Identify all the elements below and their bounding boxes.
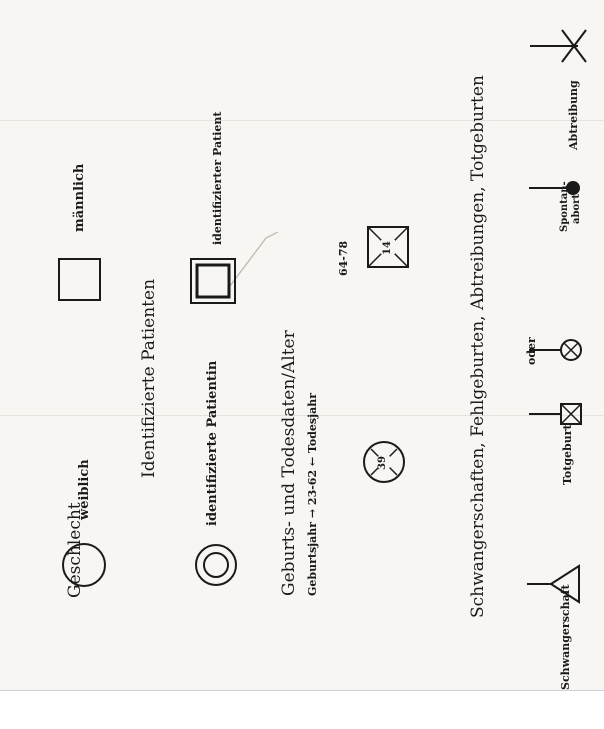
stillbirth-label: Totgeburt — [561, 424, 574, 485]
abortion-label: Abtreibung — [567, 80, 580, 150]
identified-female-symbol — [195, 544, 237, 586]
male-square-symbol — [58, 258, 101, 301]
stillbirth-square-symbol — [529, 403, 582, 425]
deceased-female-symbol — [363, 441, 405, 483]
stillbirth-circle-symbol — [529, 339, 582, 361]
birth-death-arrow-text: Geburtsjahr → 23-62 ← Todesjahr — [306, 392, 319, 596]
lifedata-heading: Geburts- und Todesdaten/Alter — [279, 330, 299, 596]
pregnancy-heading: Schwangerschaften, Fehlgeburten, Abtreib… — [468, 75, 488, 618]
miscarriage-label-line1: Spontan- — [559, 181, 570, 232]
deceased-male-symbol — [367, 226, 409, 268]
deceased-female-age: 39 — [377, 456, 388, 470]
pencil-mark — [229, 231, 279, 287]
identified-male-symbol — [190, 258, 236, 304]
abortion-x-symbol — [530, 29, 587, 63]
identified-male-label: identifizierter Patient — [211, 111, 224, 246]
deceased-male-years: 64-78 — [337, 240, 350, 276]
identified-female-label: identifizierte Patientin — [205, 360, 220, 526]
scan-artifact — [0, 415, 604, 416]
patients-heading: Identifizierte Patienten — [139, 278, 159, 478]
female-label: weiblich — [77, 459, 92, 520]
page-bottom-border — [0, 690, 604, 729]
scanned-page: Geschlecht weiblich männlich Identifizie… — [0, 0, 604, 690]
pregnancy-label: Schwangerschaft — [559, 584, 572, 690]
deceased-male-age: 14 — [382, 241, 393, 255]
pregnancy-triangle-symbol — [527, 564, 580, 604]
scan-artifact — [0, 120, 604, 121]
male-label: männlich — [72, 163, 87, 232]
miscarriage-label-line2: abort — [571, 193, 582, 224]
miscarriage-dot-symbol — [529, 181, 580, 195]
female-circle-symbol — [62, 543, 106, 587]
